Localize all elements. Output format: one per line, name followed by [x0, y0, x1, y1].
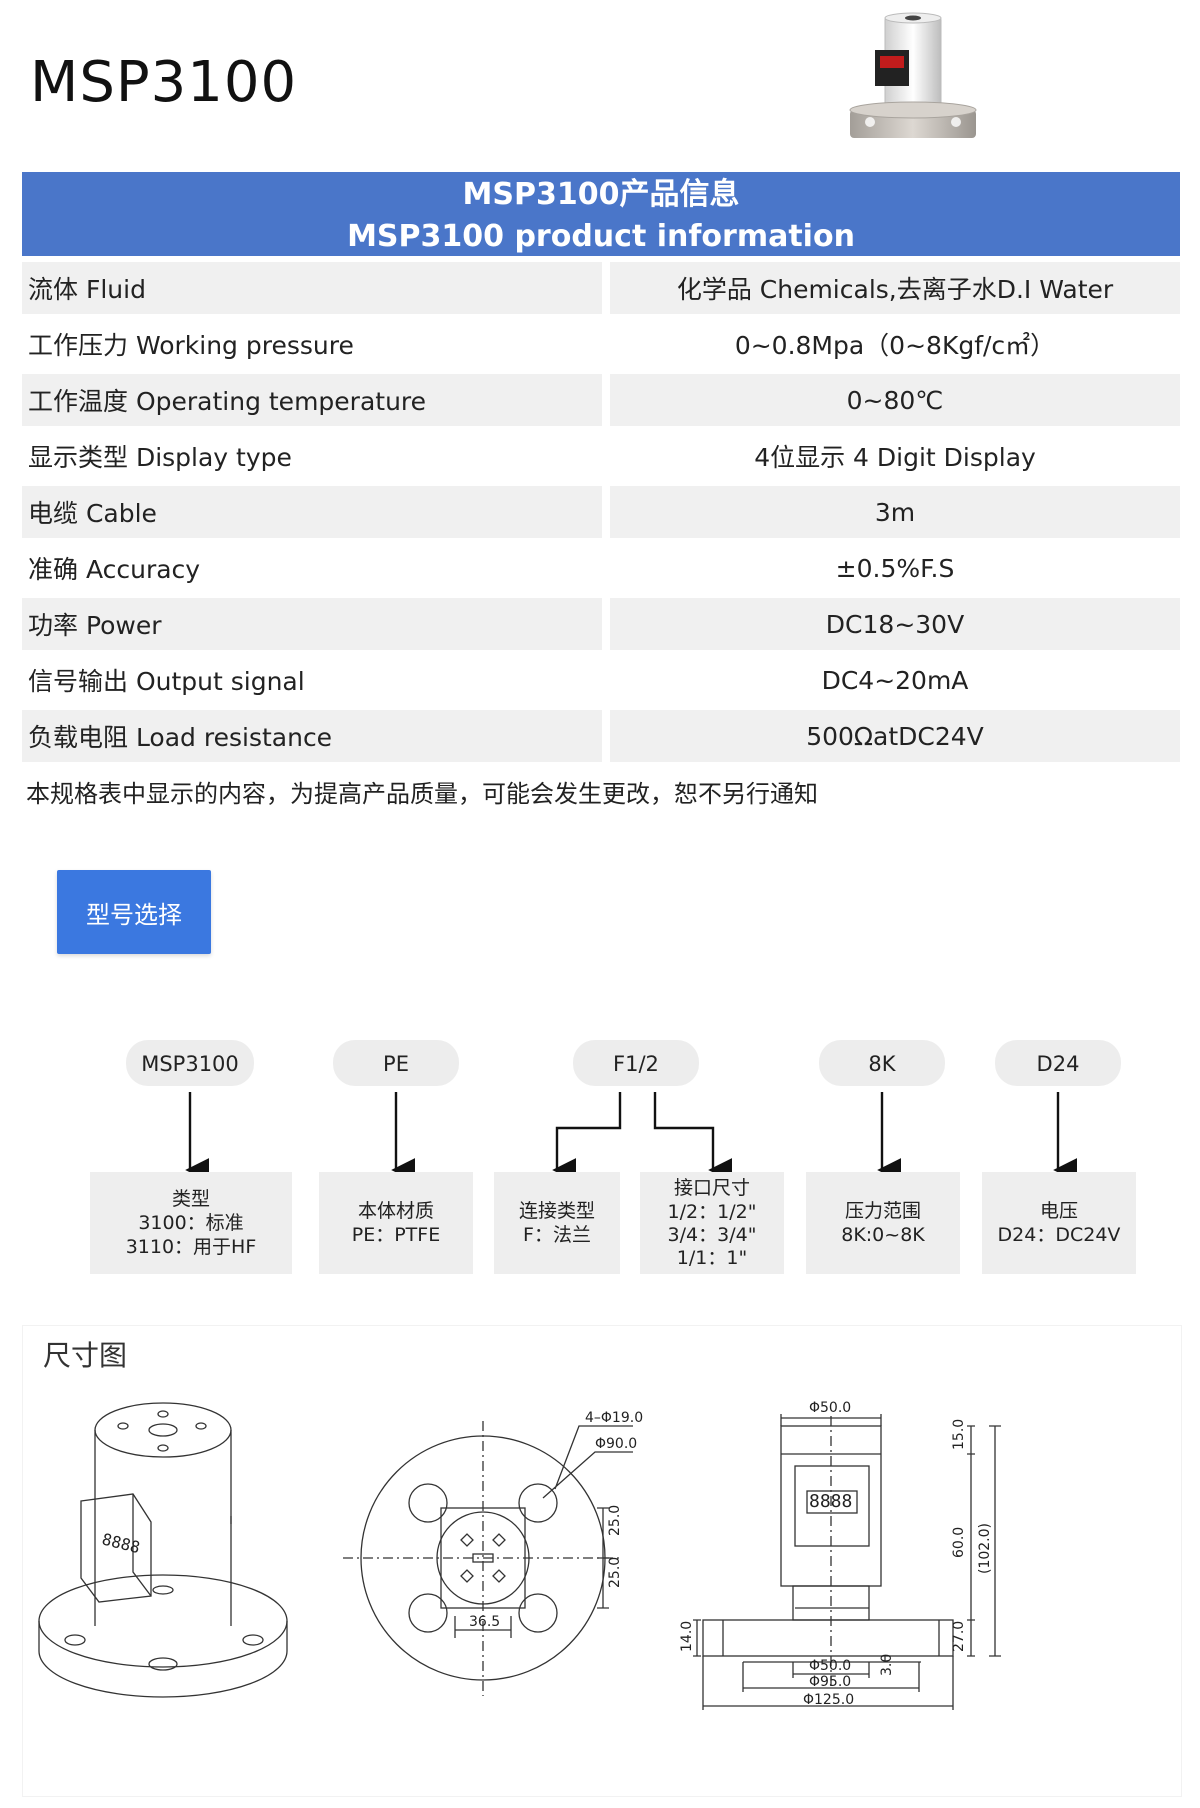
spec-value: DC18~30V: [610, 598, 1180, 650]
spec-table: 流体 Fluid 化学品 Chemicals,去离子水D.I Water 工作压…: [22, 262, 1180, 766]
spec-label: 功率 Power: [22, 598, 602, 650]
svg-text:1/1：1": 1/1：1": [677, 1247, 747, 1269]
spec-label: 工作温度 Operating temperature: [22, 374, 602, 426]
dim-b95: Φ95.0: [809, 1674, 851, 1690]
svg-text:1/2：1/2": 1/2：1/2": [668, 1201, 757, 1223]
spec-label: 显示类型 Display type: [28, 443, 292, 472]
dimension-drawing-panel: 尺寸图: [22, 1325, 1182, 1797]
svg-text:F：法兰: F：法兰: [523, 1224, 591, 1246]
svg-text:D24：DC24V: D24：DC24V: [998, 1224, 1121, 1246]
code-pill-text: PE: [383, 1052, 409, 1076]
front-display-digits: 8888: [809, 1491, 852, 1512]
dim-h27: 27.0: [951, 1621, 967, 1652]
front-view: [693, 1414, 1001, 1710]
dim-25a: 25.0: [607, 1505, 623, 1536]
isometric-view: [38, 1402, 288, 1698]
dim-h102: (102.0): [977, 1523, 993, 1574]
dimension-title: 尺寸图: [43, 1339, 128, 1372]
spec-row: 准确 Accuracy ±0.5%F.S: [22, 542, 1180, 594]
top-view: [343, 1421, 633, 1696]
spec-label: 负载电阻 Load resistance: [22, 710, 602, 762]
svg-text:3/4：3/4": 3/4：3/4": [668, 1224, 757, 1246]
spec-table-header: MSP3100产品信息 MSP3100 product information: [22, 172, 1180, 256]
dim-h14: 14.0: [679, 1621, 695, 1652]
code-box-type: 类型 3100：标准 3110：用于HF: [90, 1172, 292, 1274]
model-title: MSP3100: [30, 50, 298, 115]
spec-row: 信号输出 Output signal DC4~20mA: [22, 654, 1180, 706]
code-pill-text: F1/2: [613, 1052, 659, 1076]
code-pill-voltage: D24: [995, 1040, 1121, 1086]
code-box-material: 本体材质 PE：PTFE: [319, 1172, 473, 1274]
dim-25b: 25.0: [607, 1557, 623, 1588]
svg-text:3100：标准: 3100：标准: [138, 1212, 243, 1234]
dim-h15: 15.0: [951, 1419, 967, 1450]
spec-value: 0~80℃: [610, 374, 1180, 426]
spec-row: 负载电阻 Load resistance 500ΩatDC24V: [22, 710, 1180, 762]
svg-text:压力范围: 压力范围: [845, 1200, 921, 1222]
model-select-button[interactable]: 型号选择: [57, 870, 211, 954]
svg-text:连接类型: 连接类型: [519, 1200, 595, 1222]
dimension-drawing: 8888 8888 4–Φ19.0 Φ90.0 25.0 25.0 36.5 Φ…: [38, 1400, 1001, 1710]
spec-row: 流体 Fluid 化学品 Chemicals,去离子水D.I Water: [22, 262, 1180, 314]
spec-title-cn: MSP3100产品信息: [462, 177, 740, 212]
spec-title-en: MSP3100 product information: [347, 219, 855, 254]
dim-b125: Φ125.0: [803, 1692, 854, 1708]
spec-row: 工作压力 Working pressure 0~0.8Mpa（0~8Kgf/c㎡…: [22, 318, 1180, 370]
svg-text:8K:0~8K: 8K:0~8K: [841, 1224, 925, 1246]
spec-note: 本规格表中显示的内容，为提高产品质量，可能会发生更改，恕不另行通知: [26, 780, 818, 808]
dim-36-5: 36.5: [469, 1614, 500, 1630]
code-pill-connection: F1/2: [573, 1040, 699, 1086]
dim-h60: 60.0: [951, 1527, 967, 1558]
spec-label: 信号输出 Output signal: [28, 667, 305, 696]
code-box-connection: 连接类型 F：法兰: [494, 1172, 620, 1274]
spec-label: 工作压力 Working pressure: [28, 331, 354, 360]
code-box-voltage: 电压 D24：DC24V: [982, 1172, 1136, 1274]
spec-label: 流体 Fluid: [22, 262, 602, 314]
spec-value: 0~0.8Mpa（0~8Kgf/c㎡）: [734, 331, 1056, 360]
code-pill-pressure: 8K: [819, 1040, 945, 1086]
svg-text:电压: 电压: [1040, 1200, 1078, 1222]
dim-pcd: Φ90.0: [595, 1436, 637, 1452]
code-arrows: [185, 1092, 1078, 1182]
svg-text:类型: 类型: [172, 1188, 210, 1210]
spec-label: 准确 Accuracy: [28, 555, 201, 584]
spec-value: ±0.5%F.S: [835, 553, 955, 583]
code-pill-text: 8K: [868, 1052, 896, 1076]
spec-row: 功率 Power DC18~30V: [22, 598, 1180, 650]
spec-value: DC4~20mA: [821, 665, 969, 695]
code-box-port-size: 接口尺寸 1/2：1/2" 3/4：3/4" 1/1：1": [640, 1172, 784, 1274]
dim-b50: Φ50.0: [809, 1658, 851, 1674]
model-code-diagram: MSP3100 PE F1/2 8K D24 类型 3100：标准 3110：用…: [90, 1040, 1136, 1274]
iso-display-digits: 8888: [100, 1529, 142, 1557]
code-pill-material: PE: [333, 1040, 459, 1086]
code-pill-model: MSP3100: [126, 1040, 254, 1086]
svg-text:接口尺寸: 接口尺寸: [674, 1177, 750, 1199]
dim-h3: 3.0: [879, 1654, 895, 1676]
code-box-pressure: 压力范围 8K:0~8K: [806, 1172, 960, 1274]
dim-holes: 4–Φ19.0: [585, 1410, 643, 1426]
spec-row: 电缆 Cable 3m: [22, 486, 1180, 538]
spec-value: 3m: [610, 486, 1180, 538]
dim-top-dia: Φ50.0: [809, 1400, 851, 1416]
code-pill-text: MSP3100: [141, 1052, 239, 1076]
spec-row: 工作温度 Operating temperature 0~80℃: [22, 374, 1180, 426]
svg-text:本体材质: 本体材质: [358, 1200, 434, 1222]
svg-text:3110：用于HF: 3110：用于HF: [126, 1236, 257, 1258]
spec-label: 电缆 Cable: [22, 486, 602, 538]
code-pill-text: D24: [1037, 1052, 1080, 1076]
spec-row: 显示类型 Display type 4位显示 4 Digit Display: [22, 430, 1180, 482]
svg-text:PE：PTFE: PE：PTFE: [352, 1224, 440, 1246]
spec-value: 化学品 Chemicals,去离子水D.I Water: [610, 262, 1180, 314]
product-photo: [849, 12, 977, 138]
spec-value: 500ΩatDC24V: [610, 710, 1180, 762]
spec-value: 4位显示 4 Digit Display: [754, 443, 1036, 472]
